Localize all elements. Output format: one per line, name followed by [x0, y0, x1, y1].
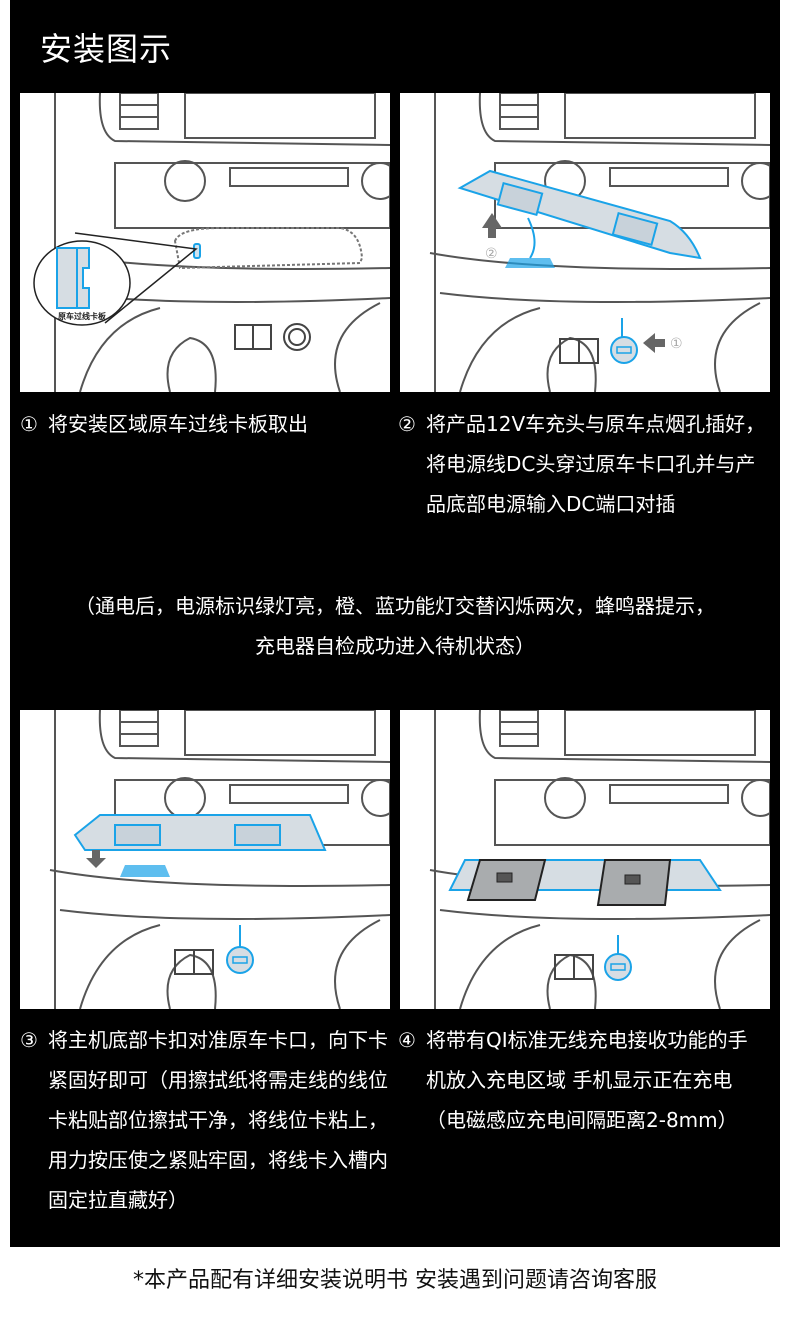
dashboard-line-art	[49, 710, 390, 1009]
step-number: ②	[398, 412, 416, 436]
clip-board-label: 原车过线卡板	[58, 311, 107, 321]
step-number: ④	[398, 1028, 416, 1052]
step-1: ① 将安装区域原车过线卡板取出	[20, 404, 380, 444]
step-text: 将带有QI标准无线充电接收功能的手机放入充电区域 手机显示正在充电（电磁感应充电…	[426, 1028, 748, 1132]
cigarette-socket	[234, 323, 311, 351]
step-text: 将主机底部卡扣对准原车卡口，向下卡紧固好即可（用擦拭纸将需走线的线位卡粘贴部位擦…	[48, 1028, 388, 1212]
power-on-note: （通电后，电源标识绿灯亮，橙、蓝功能灯交替闪烁两次，蜂鸣器提示， 充电器自检成功…	[10, 586, 780, 666]
note-line-2: 充电器自检成功进入待机状态）	[255, 634, 535, 658]
wireless-charger-mounting	[73, 814, 327, 877]
step-3: ③ 将主机底部卡扣对准原车卡口，向下卡紧固好即可（用擦拭纸将需走线的线位卡粘贴部…	[20, 1020, 392, 1220]
usb-car-charger	[174, 925, 254, 975]
marker-1: ①	[670, 336, 683, 352]
clip-board-callout: 原车过线卡板	[33, 227, 364, 326]
footer-note: *本产品配有详细安装说明书 安装遇到问题请咨询客服	[133, 1268, 657, 1293]
figure-step-4	[400, 710, 770, 1009]
step-number: ①	[20, 412, 38, 436]
figure-step-1: 原车过线卡板	[20, 93, 390, 392]
marker-2: ②	[485, 246, 498, 262]
dashboard-line-art	[429, 93, 770, 392]
dashboard-line-art	[49, 93, 390, 392]
figure-step-3	[20, 710, 390, 1009]
usb-car-charger: ①	[559, 318, 683, 364]
note-line-1: （通电后，电源标识绿灯亮，橙、蓝功能灯交替闪烁两次，蜂鸣器提示，	[75, 594, 715, 618]
step-4: ④ 将带有QI标准无线充电接收功能的手机放入充电区域 手机显示正在充电（电磁感应…	[398, 1020, 760, 1140]
step-number: ③	[20, 1028, 38, 1052]
step-text: 将产品12V车充头与原车点烟孔插好，将电源线DC头穿过原车卡口孔并与产品底部电源…	[426, 412, 766, 516]
step-2: ② 将产品12V车充头与原车点烟孔插好，将电源线DC头穿过原车卡口孔并与产品底部…	[398, 404, 768, 524]
page-title: 安装图示	[40, 30, 173, 68]
figure-step-2: ② ①	[400, 93, 770, 392]
usb-car-charger	[554, 935, 632, 981]
step-text: 将安装区域原车过线卡板取出	[48, 412, 308, 436]
phones-on-charger	[448, 859, 722, 906]
wireless-charger-tilted: ②	[457, 169, 702, 268]
